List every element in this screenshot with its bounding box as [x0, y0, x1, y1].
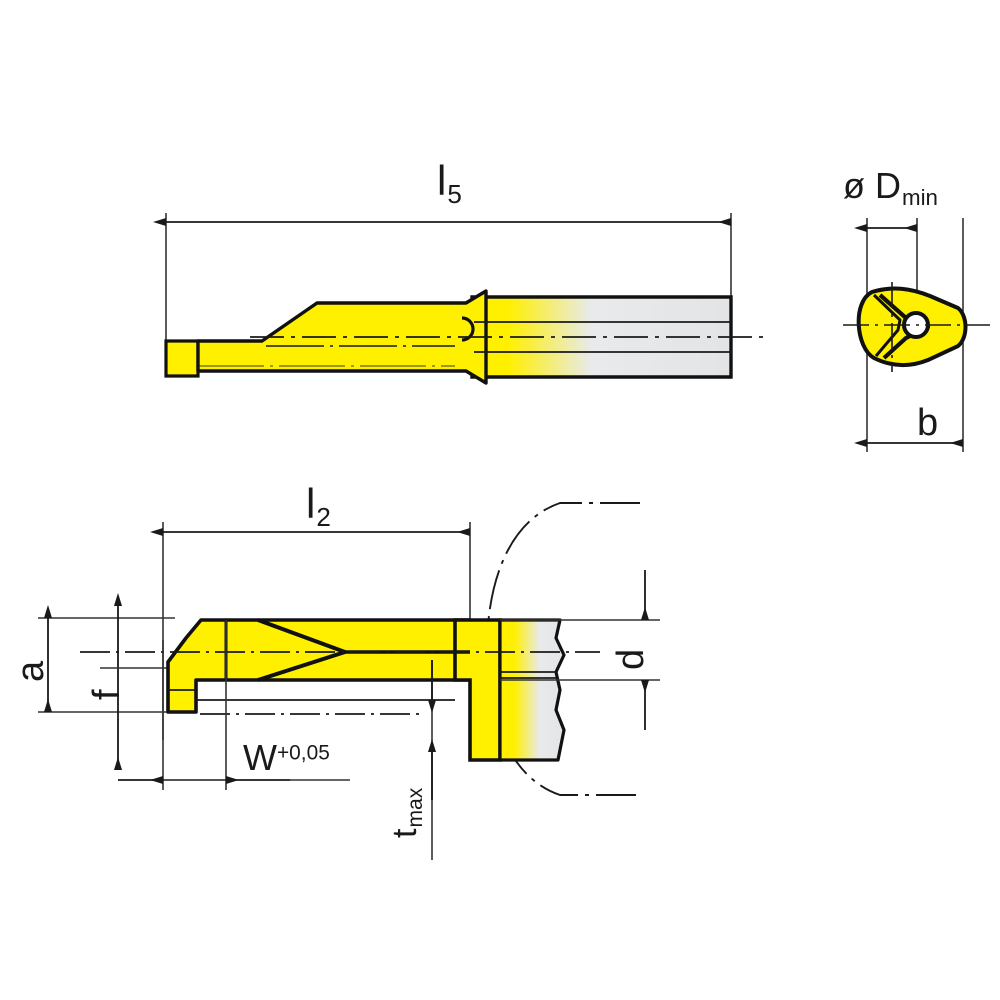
- label-depth-max: tmax: [386, 787, 428, 838]
- layer-end-view: [843, 218, 990, 452]
- label-offset-f: f: [86, 689, 128, 700]
- label-head-length: l2: [306, 480, 331, 532]
- detail-view-arm: [453, 618, 502, 762]
- detail-extension-lines-w: [162, 620, 227, 790]
- detail-extension-lines-a: [38, 617, 175, 713]
- label-bore-min-diameter: ø Dmin: [843, 165, 938, 210]
- detail-extension-lines-d: [500, 619, 660, 681]
- end-view-centre-lines: [843, 282, 990, 372]
- label-height-a: a: [10, 660, 52, 682]
- side-view-head-taper: [196, 289, 488, 385]
- detail-view-head-body: [166, 618, 472, 714]
- side-view-shank-edge-lines: [474, 321, 731, 353]
- layer-side-view: [153, 213, 768, 385]
- label-groove-width: W+0,05: [243, 737, 330, 778]
- label-shank-width: b: [917, 402, 939, 444]
- side-view-head-detail-lines: [198, 345, 455, 367]
- detail-view-centre-lines: [80, 651, 600, 715]
- layer-detail-view: [38, 502, 660, 860]
- detail-view-shank-stub: [498, 618, 566, 762]
- side-view-head-body: [164, 339, 200, 378]
- side-view-neck-collar: [461, 316, 475, 342]
- label-shank-diameter: d: [610, 648, 652, 670]
- detail-view-thin-lines: [168, 671, 556, 701]
- label-overall-length: l5: [437, 157, 462, 209]
